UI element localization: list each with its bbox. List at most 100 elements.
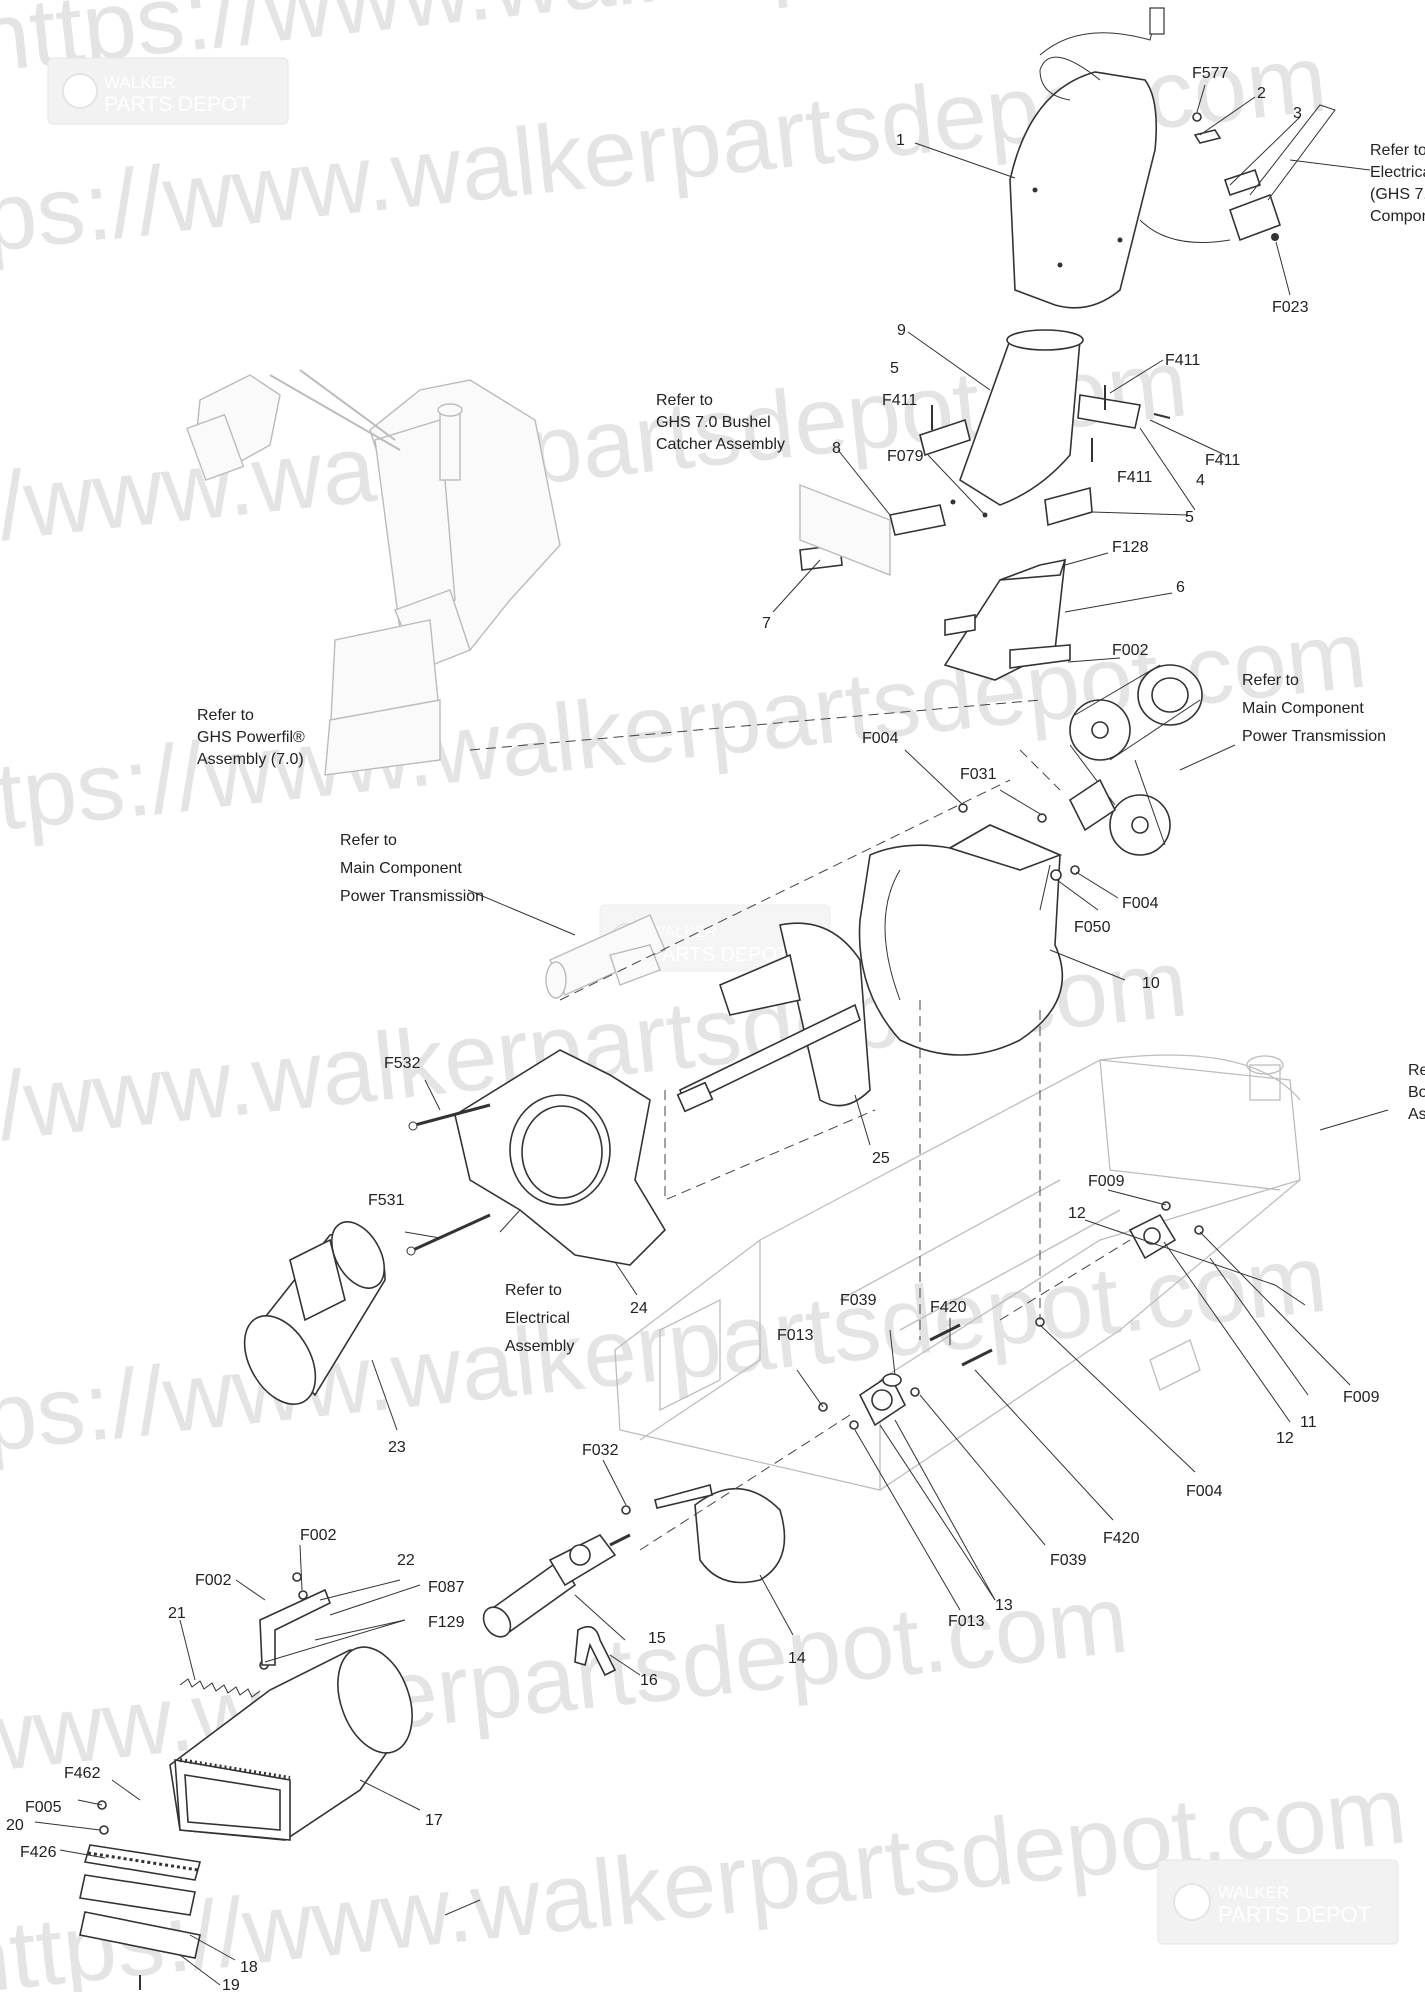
callout-F420: F420 (930, 1299, 967, 1316)
callout-7: 7 (762, 615, 771, 632)
callout-F079: F079 (887, 448, 924, 465)
callout-F002: F002 (1112, 642, 1149, 659)
callout-5: 5 (890, 360, 899, 377)
part-2-3-hardware (1139, 104, 1336, 243)
callout-12: 12 (1276, 1430, 1294, 1447)
callout-16: 16 (640, 1672, 658, 1689)
ref-bushel-catcher: Refer to GHS 7.0 Bushel Catcher Assembly (656, 392, 785, 453)
badge-line1: WALKER (1218, 1883, 1289, 1902)
walker-badge-bottom: WALKER PARTS DEPOT (1157, 1859, 1399, 1945)
ref-electrical-mid: Refer to Electrical Assembly (505, 1282, 574, 1355)
callout-4: 4 (1196, 472, 1205, 489)
part-20-hinge (83, 1844, 202, 1881)
part-8-bracket (889, 504, 946, 536)
part-9-deflector-body (959, 329, 1084, 506)
callout-1: 1 (896, 132, 905, 149)
callout-9: 9 (897, 322, 906, 339)
part-23-intake-tube (243, 1221, 386, 1405)
callout-5: 5 (1185, 509, 1194, 526)
callout-F013: F013 (948, 1613, 985, 1630)
callout-24: 24 (630, 1300, 648, 1317)
callout-14: 14 (788, 1650, 806, 1667)
part-24-backplate (454, 1049, 667, 1266)
callout-F462: F462 (64, 1765, 101, 1782)
callout-6: 6 (1176, 579, 1185, 596)
callout-F009: F009 (1343, 1389, 1380, 1406)
part-22-bracket (259, 1588, 332, 1666)
part-5-bracket-b (1044, 486, 1093, 527)
callout-F577: F577 (1192, 65, 1229, 82)
part-25-impeller (676, 922, 871, 1113)
badge-line1: WALKER (104, 73, 175, 92)
ref-electrical-top: Refer to Electrica (GHS 7.0 Compone (1370, 142, 1425, 225)
callout-23: 23 (388, 1439, 406, 1456)
ref-body-assembly: Re Bo As (1408, 1062, 1425, 1123)
walker-badge-mid: WALKER PARTS DEPOT (599, 904, 831, 972)
callout-F009: F009 (1088, 1173, 1125, 1190)
callout-F013: F013 (777, 1327, 814, 1344)
callout-2: 2 (1257, 85, 1266, 102)
callout-22: 22 (397, 1552, 415, 1569)
badge-line2: PARTS DEPOT (650, 944, 789, 966)
part-13-bearing (858, 1373, 907, 1427)
callout-15: 15 (648, 1630, 666, 1647)
callout-F039: F039 (840, 1292, 877, 1309)
callout-F087: F087 (428, 1579, 465, 1596)
callout-F411: F411 (1117, 469, 1152, 486)
part-6-adapter (943, 558, 1071, 681)
callout-F004: F004 (862, 730, 899, 747)
part-18-plates (79, 1874, 201, 1959)
ref-power-transmission-right: Refer to Main Component Power Transmissi… (1242, 672, 1386, 745)
walker-logo-icon (62, 73, 98, 109)
part-16-clip (574, 1625, 617, 1677)
callout-F005: F005 (25, 1799, 62, 1816)
badge-line2: PARTS DEPOT (104, 93, 250, 116)
pulley-belt-assembly (1068, 664, 1203, 856)
callout-F426: F426 (20, 1844, 57, 1861)
callout-F411: F411 (1205, 452, 1240, 469)
callout-F039: F039 (1050, 1552, 1087, 1569)
callout-F004: F004 (1122, 895, 1159, 912)
watermark-url: https://www.walkerpartsdepot.com (0, 1225, 1331, 1484)
bolt-F531 (406, 1213, 491, 1256)
part-17-intake-housing (169, 1646, 413, 1841)
callout-F031: F031 (960, 766, 997, 783)
callout-13: 13 (995, 1597, 1013, 1614)
callout-12: 12 (1068, 1205, 1086, 1222)
part-5-bracket-a (919, 418, 971, 457)
callout-3: 3 (1293, 105, 1302, 122)
callout-10: 10 (1142, 975, 1160, 992)
callout-F420: F420 (1103, 1530, 1140, 1547)
ref-powerfil: Refer to GHS Powerfil® Assembly (7.0) (197, 707, 309, 768)
powerfil-assembly-ghost (186, 369, 561, 776)
chassis-frame (614, 1054, 1301, 1491)
ref-power-transmission-left: Refer to Main Component Power Transmissi… (340, 832, 484, 905)
powertrain-shaft-ghost (545, 914, 666, 999)
bushel-catcher-plate-ghost (799, 483, 891, 577)
part-15-driveshaft (482, 1533, 631, 1638)
callout-F050: F050 (1074, 919, 1111, 936)
part-1-chute (1009, 7, 1165, 309)
callout-F129: F129 (428, 1614, 465, 1631)
callout-F531: F531 (368, 1192, 405, 1209)
assembly-dash-lines (469, 699, 1131, 1551)
refer-notes: Refer to Electrica (GHS 7.0 Compone Refe… (197, 142, 1425, 1355)
callout-labels: 1 F577 2 3 F023 9 5 F411 F411 F411 F411 … (6, 65, 1380, 1992)
callout-19: 19 (222, 1977, 240, 1992)
callout-20: 20 (6, 1817, 24, 1834)
part-21-spring (179, 1678, 261, 1698)
callout-21: 21 (168, 1605, 186, 1622)
part-4-bracket (1077, 394, 1141, 429)
callout-F004: F004 (1186, 1483, 1223, 1500)
callout-F032: F032 (582, 1442, 619, 1459)
walker-logo-icon (1173, 1883, 1211, 1921)
part-10-blower-housing (858, 824, 1064, 1056)
callout-F128: F128 (1112, 539, 1149, 556)
callout-F411: F411 (1165, 352, 1200, 369)
callout-17: 17 (425, 1812, 443, 1829)
part-14-guard (654, 1484, 786, 1584)
callout-11: 11 (1300, 1414, 1317, 1431)
callout-F002: F002 (300, 1527, 337, 1544)
